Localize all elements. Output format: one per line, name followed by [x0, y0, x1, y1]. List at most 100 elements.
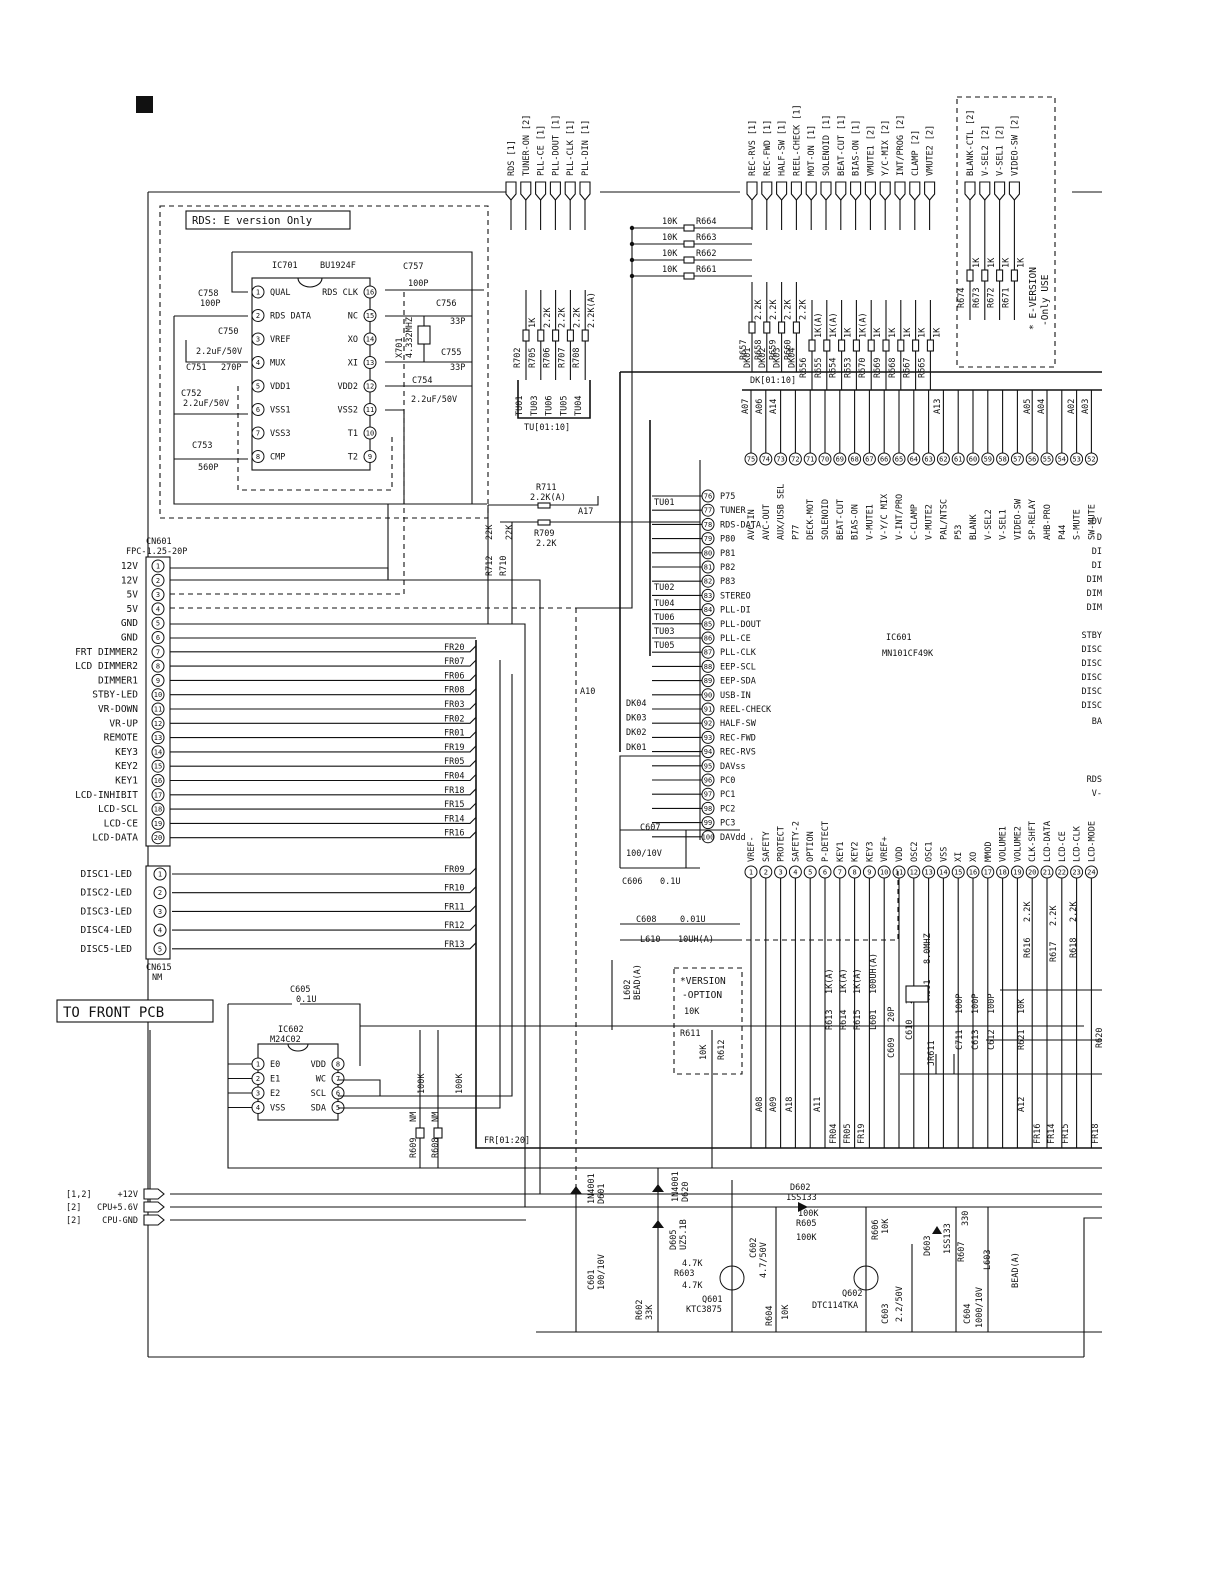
tu-bus-label: TU[01:10]: [524, 423, 570, 433]
cn601-pin8-pin-num: 8: [156, 663, 160, 671]
ic601-pin-label: V-MUTE2: [925, 504, 935, 540]
d601-diode: [570, 1186, 582, 1194]
cn601-pin2-pin: [151, 573, 165, 587]
r712-value: 22K: [485, 524, 495, 540]
cn615-net-wire: [172, 867, 477, 875]
connector-arrow: [994, 181, 1006, 201]
ic601-cut-label: DIM: [1087, 589, 1102, 599]
bus-label: TU04: [574, 396, 584, 416]
cn601-net-wire: [170, 688, 477, 696]
pullup-value: 10K: [662, 265, 678, 275]
cn601-net-wire: [170, 788, 477, 796]
ic601-pin-label: LCD-MODE: [1087, 821, 1097, 862]
resistor-value: 1K: [528, 317, 538, 328]
q601-label: Q601: [702, 1295, 722, 1305]
connector-arrow: [761, 181, 773, 201]
cn601-net-label: FR03: [444, 700, 464, 710]
ic601-pin-label: SAFETY: [762, 831, 772, 862]
ic601-part: MN101CF49K: [882, 649, 934, 659]
ic701-l2-pin: [251, 309, 265, 322]
ic601-pin63-pin-num: 63: [924, 456, 932, 464]
c758-value: 100P: [200, 299, 220, 309]
ic601-pin19-pin-num: 19: [1013, 869, 1021, 877]
ic601-pin-label: PAL/NTSC: [939, 499, 949, 540]
cn601-pin-label: LCD-INHIBIT: [75, 790, 138, 801]
cn601-net-label: FR06: [444, 671, 464, 681]
ic601-pin1-pin-num: 1: [749, 869, 753, 877]
q602v-label: DTC114TKA: [812, 1301, 858, 1311]
r710-label: R710: [499, 556, 509, 576]
ic601-pin-label: SAFETY-2: [791, 821, 801, 862]
connector-arrow: [979, 181, 991, 201]
ic601-pin12-pin-num: 12: [910, 869, 918, 877]
ic601-pin-label: P81: [720, 549, 735, 559]
ic701-l2-pin-num: 2: [256, 312, 260, 320]
cn615-net-label: FR12: [444, 921, 464, 931]
ic601-pin-label: PROTECT: [777, 826, 787, 862]
cn601-pin-label: VR-DOWN: [98, 704, 138, 715]
ic601-pin-label: VREF+: [880, 836, 890, 862]
ic601-pin-label: P44: [1058, 525, 1068, 540]
version-note-1: *VERSION: [680, 976, 726, 987]
cn601-net-wire: [170, 759, 477, 767]
bus-label: A18: [785, 1097, 795, 1112]
cn601-pin11-pin: [151, 702, 165, 716]
ic602-pin-label: VDD: [311, 1060, 326, 1070]
connector-arrow: [535, 181, 547, 201]
ic701-pin-label: NC: [348, 312, 358, 322]
pullup-ref: R662: [696, 249, 716, 259]
power-rail-arrow: [143, 1188, 165, 1200]
c613-value: 100P: [971, 994, 981, 1014]
connector-arrow: [894, 181, 906, 201]
cn601-pin4-pin-num: 4: [156, 605, 160, 613]
ic601-pin-label: OPTION: [806, 831, 816, 862]
x701-crystal: [417, 325, 431, 345]
ic701-l5-pin-num: 5: [256, 383, 260, 391]
resistor-ref: R660: [783, 340, 793, 360]
front-pcb-label: TO FRONT PCB: [63, 1005, 164, 1021]
r711-value: 2.2K(A): [530, 493, 566, 503]
ic701-l1-pin-num: 1: [256, 289, 260, 297]
bus-label: TU05: [559, 396, 569, 416]
cn601-net-label: FR08: [444, 686, 464, 696]
r607-label: R607: [957, 1242, 967, 1262]
pullup-value: 10K: [662, 233, 678, 243]
ic701-l7-pin: [251, 426, 265, 440]
r615-value: 1K(A): [853, 968, 863, 994]
connector-label: RDS [1]: [507, 140, 517, 176]
ic701-l3-pin: [251, 332, 265, 346]
bus-label: FR05: [843, 1124, 853, 1144]
r710-value: 22K: [505, 524, 515, 540]
c751-label: C751: [186, 363, 206, 373]
pullup-ref: R663: [696, 233, 716, 243]
ic601-pin8-pin-num: 8: [852, 869, 856, 877]
connector-label: Y/C-MIX [2]: [881, 120, 891, 176]
c607-value: 100/10V: [626, 849, 662, 859]
cn601-pin3-pin-num: 3: [156, 591, 160, 599]
ic701-r14-pin-num: 14: [366, 336, 374, 344]
cn601-pin5-pin-num: 5: [156, 620, 160, 628]
ic601-pin86-pin-num: 86: [704, 635, 712, 643]
connector-label: VMUTE2 [2]: [926, 125, 936, 176]
ic601-pin-label: PC2: [720, 804, 735, 814]
resistor-ref: R707: [557, 348, 567, 368]
cn601-net-label: FR14: [444, 814, 464, 824]
cn601-net-wire: [170, 716, 477, 724]
connector-arrow: [520, 181, 532, 201]
ic601-pin-label: V-MUTE1: [865, 504, 875, 540]
cn615-net-label: FR13: [444, 940, 464, 950]
resistor-ref: R665: [917, 358, 927, 378]
ic601-cut-label: DI: [1092, 547, 1102, 557]
version-note-2: -OPTION: [682, 990, 722, 1001]
ic601-pin57-pin-num: 57: [1013, 456, 1021, 464]
bus-label: TU03: [654, 627, 674, 637]
cn601-pin15-pin: [151, 759, 165, 773]
resistor-value: 2.2K: [543, 307, 553, 328]
l602-value: BEAD(A): [633, 964, 643, 1000]
ic601-pin-label: PLL-CLK: [720, 648, 757, 658]
cn601-pin10-pin: [151, 688, 165, 702]
ic601-pin56-pin-num: 56: [1028, 456, 1036, 464]
ic701-r10-pin-num: 10: [366, 430, 374, 438]
ic701-pin-label: QUAL: [270, 288, 290, 298]
bus-label: FR15: [1061, 1124, 1071, 1144]
